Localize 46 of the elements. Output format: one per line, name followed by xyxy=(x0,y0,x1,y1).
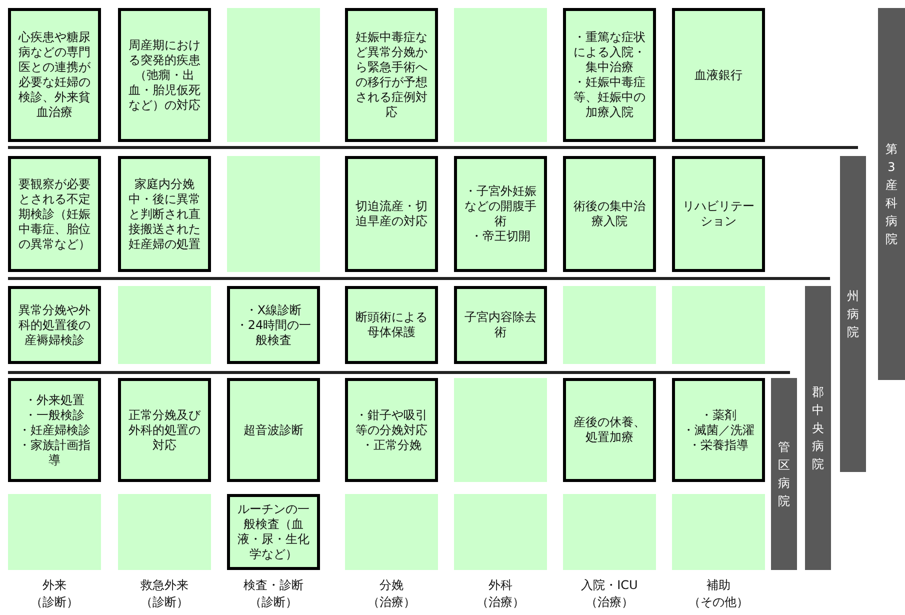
empty-cell xyxy=(563,494,656,570)
service-cell: 術後の集中治療入院 xyxy=(563,156,656,272)
service-cell: ・重篤な症状による入院・集中治療 ・妊娠中毒症等、妊娠中の加療入院 xyxy=(563,8,656,142)
empty-cell xyxy=(227,8,320,142)
empty-cell xyxy=(454,494,547,570)
column-header: 入院・ICU（治療） xyxy=(580,577,639,611)
service-cell: 家庭内分娩中・後に異常と判断され直接搬送された妊産婦の処置 xyxy=(118,156,211,272)
column-header: 外来（診断） xyxy=(30,577,80,611)
service-cell: 異常分娩や外科的処置後の産褥婦検診 xyxy=(8,286,101,364)
empty-cell xyxy=(672,494,765,570)
service-cell: 切迫流産・切迫早産の対応 xyxy=(345,156,438,272)
column-header: 救急外来（診断） xyxy=(140,577,190,611)
empty-cell xyxy=(672,286,765,364)
service-cell: ・X線診断 ・24時間の一般検査 xyxy=(227,286,320,364)
hospital-level-bar: 管区病院 xyxy=(771,378,797,570)
empty-cell xyxy=(118,494,211,570)
service-cell: 子宮内容除去術 xyxy=(454,286,547,364)
service-cell: 断頭術による母体保護 xyxy=(345,286,438,364)
service-cell: ・鉗子や吸引等の分娩対応 ・正常分娩 xyxy=(345,378,438,482)
service-cell: 妊娠中毒症など異常分娩から緊急手術への移行が予想される症例対応 xyxy=(345,8,438,142)
service-cell: ルーチンの一般検査（血液・尿・生化学など） xyxy=(227,494,320,570)
service-cell: 血液銀行 xyxy=(672,8,765,142)
service-cell: 超音波診断 xyxy=(227,378,320,482)
column-header: 分娩（治療） xyxy=(366,577,416,611)
service-cell: ・外来処置 ・一般検診 ・妊産婦検診 ・家族計画指導 xyxy=(8,378,101,482)
service-cell: 正常分娩及び外科的処置の対応 xyxy=(118,378,211,482)
empty-cell xyxy=(118,286,211,364)
service-cell: 産後の休養、処置加療 xyxy=(563,378,656,482)
empty-cell xyxy=(454,8,547,142)
empty-cell xyxy=(563,286,656,364)
service-cell: ・子宮外妊娠などの開腹手術 ・帝王切開 xyxy=(454,156,547,272)
empty-cell xyxy=(454,378,547,482)
empty-cell xyxy=(8,494,101,570)
hospital-level-bar: 郡中央病院 xyxy=(805,286,831,570)
service-cell: 心疾患や糖尿病などの専門医との連携が必要な妊婦の検診、外来貧血治療 xyxy=(8,8,101,142)
service-cell: 要観察が必要とされる不定期検診（妊娠中毒症、胎位の異常など） xyxy=(8,156,101,272)
service-cell: ・薬剤 ・滅菌／洗濯 ・栄養指導 xyxy=(672,378,765,482)
empty-cell xyxy=(345,494,438,570)
column-header: 検査・診断（診断） xyxy=(242,577,304,611)
service-cell: リハビリテーション xyxy=(672,156,765,272)
service-cell: 周産期における突発的疾患（弛癇・出血・胎児仮死など）の対応 xyxy=(118,8,211,142)
column-header: 外科（治療） xyxy=(476,577,526,611)
hospital-level-bar: 第3産科病院 xyxy=(878,8,905,380)
empty-cell xyxy=(227,156,320,272)
hospital-level-bar: 州病院 xyxy=(840,156,866,472)
column-header: 補助（その他） xyxy=(688,577,750,611)
